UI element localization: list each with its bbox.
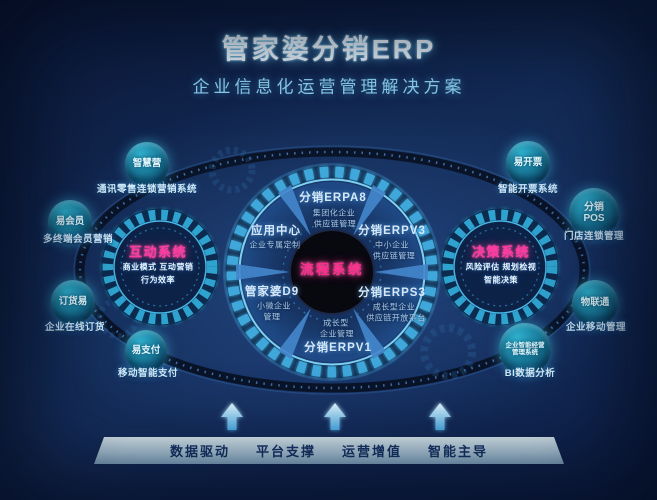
left-gear-line: 商业模式 互动营销 — [122, 262, 194, 272]
bubble-yizhifu: 易支付 — [125, 330, 167, 372]
banner-item: 数据驱动 — [169, 444, 230, 459]
up-arrow-icon — [324, 403, 346, 430]
segment-line: 集团化企业 — [312, 208, 356, 218]
bubble-caption: 门店连锁管理 — [563, 231, 625, 242]
segment-title-d9: 管家婆D9 — [244, 286, 300, 298]
banner-item: 运营增值 — [342, 444, 403, 459]
hub-title: 流程系统 — [300, 262, 364, 277]
right-gear-line: 智能决策 — [484, 275, 518, 285]
segment-line: 中小企业 — [375, 240, 409, 250]
bubble-qiye-zhineng: 企业智能经营 管理系统 — [499, 323, 551, 375]
segment-line: 小微企业 — [257, 301, 291, 311]
bubble-wuliantong: 物联通 — [572, 280, 618, 326]
chain-belt-icon — [73, 145, 591, 395]
segment-line: 供应链开放平台 — [366, 313, 426, 323]
wheel-spokes — [236, 185, 428, 359]
bubble-label-line2: POS — [583, 213, 605, 224]
up-arrow-icon — [221, 403, 243, 430]
segment-line: 供应链管理 — [313, 219, 357, 229]
up-arrow-icon — [429, 403, 451, 430]
segment-line: 供应链管理 — [372, 251, 416, 261]
bubble-label-line2: 管理系统 — [512, 349, 538, 356]
right-gear-line: 风险评估 规划检视 — [465, 262, 537, 272]
bubble-label: 易支付 — [131, 344, 161, 356]
segment-line: 企业管理 — [320, 329, 354, 339]
segment-line: 成长型企业 — [372, 302, 416, 312]
bubble-caption: 通讯零售连锁营销系统 — [96, 184, 198, 195]
bubble-caption: 智能开票系统 — [497, 184, 559, 195]
gear-icon-left — [101, 208, 219, 326]
bubble-label-line1: 企业智能经营 — [505, 341, 545, 349]
bubble-dinghuoyi: 订货易 — [51, 280, 95, 324]
bubble-label: 智慧营 — [132, 157, 162, 169]
segment-title-erpv1: 分销ERPV1 — [304, 342, 372, 354]
bubble-label: 易开票 — [513, 156, 543, 168]
segment-title-erpa8: 分销ERPA8 — [299, 192, 367, 204]
bubble-label: 物联通 — [580, 296, 610, 308]
left-gear-line: 行为效率 — [141, 275, 175, 285]
bubble-label: 订货易 — [58, 295, 88, 307]
banner-item: 平台支撑 — [255, 444, 316, 459]
bubble-caption: 多终端会员营销 — [42, 234, 114, 245]
bubble-yihuiyuan: 易会员 — [48, 200, 92, 244]
gear-icon-right — [441, 208, 559, 326]
bubble-yikaipiao: 易开票 — [506, 141, 550, 185]
segment-line: 成长型 — [323, 318, 349, 328]
segment-title-erpv3: 分销ERPV3 — [358, 225, 426, 237]
up-arrow-icons — [221, 403, 451, 430]
left-gear-title: 互动系统 — [128, 244, 188, 260]
center-wheel-icon — [223, 163, 441, 381]
segment-title-erps3: 分销ERPS3 — [358, 287, 426, 299]
segment-title-yingyong: 应用中心 — [251, 225, 301, 237]
bubble-caption: 企业移动管理 — [565, 322, 627, 333]
bubble-label: 易会员 — [55, 215, 85, 227]
segment-line: 企业专属定制 — [249, 240, 301, 250]
bubble-caption: 企业在线订货 — [44, 322, 106, 333]
bottom-banner: 数据驱动 平台支撑 运营增值 智能主导 — [94, 437, 564, 464]
bubble-label-line1: 分销 — [584, 201, 604, 213]
page-title: 管家婆分销ERP — [221, 34, 437, 65]
right-gear-title: 决策系统 — [471, 244, 531, 260]
segment-line: 管理 — [263, 312, 281, 322]
page-subtitle: 企业信息化运营管理解决方案 — [192, 77, 466, 97]
bubble-caption: 移动智能支付 — [117, 368, 179, 379]
bubble-zhihuiying: 智慧营 — [125, 142, 169, 186]
bubble-fenxiao-pos: 分销 POS — [569, 188, 619, 238]
banner-item: 智能主导 — [428, 444, 489, 459]
bubble-caption: BI数据分析 — [504, 368, 556, 379]
